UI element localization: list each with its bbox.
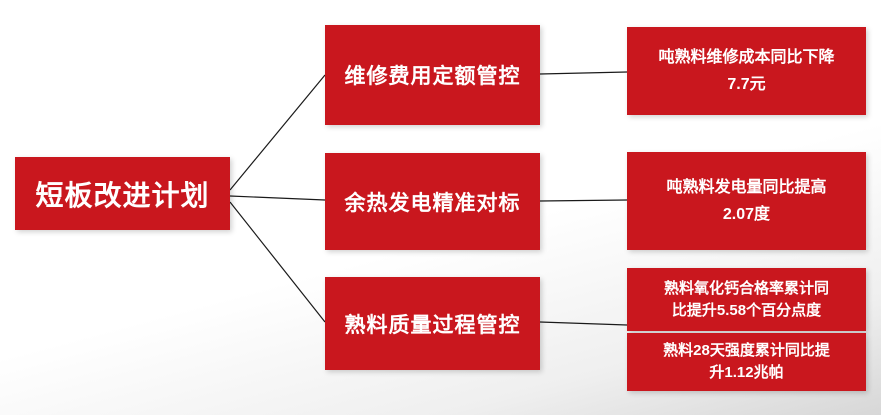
connector-root-to-branch-2 — [229, 195, 326, 201]
result-text-block: 熟料28天强度累计同比提 升1.12兆帕 — [663, 340, 830, 384]
result-text-block: 吨熟料维修成本同比下降 7.7元 — [658, 44, 834, 98]
branch-label: 维修费用定额管控 — [344, 65, 521, 88]
result-node-maintenance-cost: 吨熟料维修成本同比下降 7.7元 — [627, 27, 866, 115]
connector-root-to-branch-3 — [229, 201, 326, 323]
branch-label: 余热发电精准对标 — [344, 191, 521, 215]
connector-branch-2-to-result — [539, 199, 628, 202]
result-node-calcium-oxide-pass-rate: 熟料氧化钙合格率累计同 比提升5.58个百分点度 — [627, 268, 866, 331]
branch-node-waste-heat-power-benchmark: 余热发电精准对标 — [325, 153, 540, 250]
result-node-power-generation: 吨熟料发电量同比提高 2.07度 — [627, 152, 866, 250]
result-text-line: 熟料28天强度累计同比提 — [663, 342, 830, 360]
result-text-line: 熟料氧化钙合格率累计同 — [663, 279, 829, 297]
connector-root-to-branch-1 — [229, 74, 326, 191]
result-text-line: 吨熟料维修成本同比下降 — [658, 48, 835, 66]
branch-node-maintenance-cost-control: 维修费用定额管控 — [325, 25, 540, 125]
connector-branch-1-to-result — [539, 71, 628, 75]
result-text-line: 2.07度 — [722, 206, 771, 223]
result-node-28day-strength: 熟料28天强度累计同比提 升1.12兆帕 — [627, 333, 866, 391]
root-node: 短板改进计划 — [15, 157, 230, 230]
result-text-line: 7.7元 — [727, 76, 766, 93]
result-text-block: 吨熟料发电量同比提高 2.07度 — [666, 174, 826, 228]
root-title: 短板改进计划 — [35, 179, 210, 211]
branch-label: 熟料质量过程管控 — [344, 313, 521, 337]
branch-node-clinker-quality-process-control: 熟料质量过程管控 — [325, 277, 540, 370]
result-text-block: 熟料氧化钙合格率累计同 比提升5.58个百分点度 — [664, 278, 829, 322]
result-text-line: 吨熟料发电量同比提高 — [666, 178, 827, 196]
result-text-line: 比提升5.58个百分点度 — [671, 301, 822, 319]
result-text-line: 升1.12兆帕 — [709, 364, 784, 381]
connector-branch-3-to-results — [539, 321, 628, 326]
